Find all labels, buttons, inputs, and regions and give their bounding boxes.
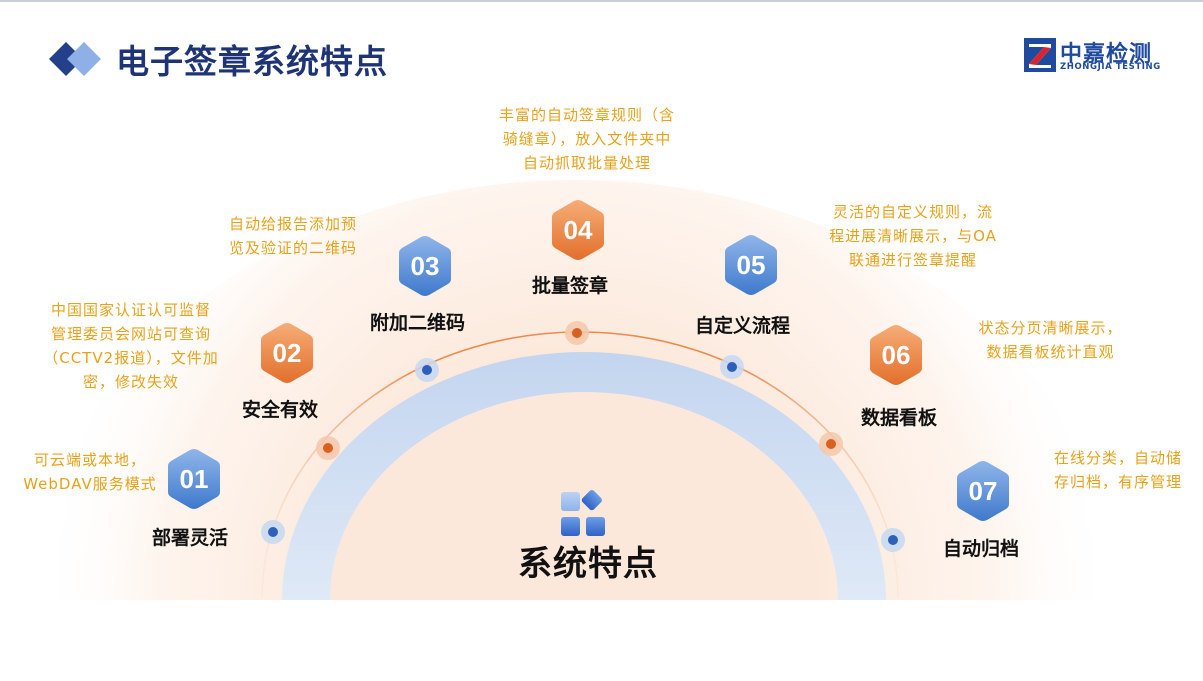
feature-badge-05: 05 [722, 232, 780, 298]
feature-desc-line: 丰富的自动签章规则（含 [498, 106, 675, 124]
feature-desc-line: 自动给报告添加预 [228, 215, 357, 233]
feature-desc-line: 灵活的自定义规则，流 [832, 203, 993, 221]
logo-z-icon [1024, 38, 1056, 72]
feature-label-07: 自动归档 [943, 538, 1020, 560]
feature-desc-04: 丰富的自动签章规则（含骑缝章），放入文件夹中自动抓取批量处理 [472, 103, 702, 175]
hexagon-icon [870, 325, 922, 385]
feature-number: 02 [272, 338, 302, 368]
feature-number: 03 [410, 251, 440, 281]
feature-badge-02: 02 [258, 320, 316, 386]
feature-desc-line: 存归档，有序管理 [1053, 473, 1182, 491]
feature-desc-line: 自动抓取批量处理 [522, 154, 651, 172]
arc-node-dot [727, 362, 737, 372]
arc-node-dot [422, 365, 432, 375]
feature-desc-line: 中国国家认证认可监督 [50, 301, 211, 319]
center-title: 系统特点 [518, 544, 658, 584]
logo-name-en: ZHONGJIA TESTING [1060, 62, 1161, 72]
arc-node-dot [572, 328, 582, 338]
feature-label-05: 自定义流程 [695, 315, 791, 337]
hexagon-icon [957, 461, 1009, 521]
feature-desc-06: 状态分页清晰展示， 数据看板统计直观 [958, 316, 1143, 364]
feature-number: 01 [179, 464, 209, 494]
feature-number: 04 [563, 215, 593, 245]
logo-name-cn: 中嘉检测 [1060, 42, 1153, 67]
feature-desc-03: 自动给报告添加预览及验证的二维码 [208, 212, 378, 260]
feature-label-06: 数据看板 [861, 407, 938, 429]
page-title: 电子签章系统特点 [116, 42, 388, 81]
feature-desc-line: 骑缝章），放入文件夹中 [502, 130, 672, 148]
feature-desc-07: 在线分类，自动储存归档，有序管理 [1033, 446, 1203, 494]
feature-desc-line: （CCTV2报道），文件加 [43, 349, 219, 367]
feature-label-03: 附加二维码 [370, 312, 466, 334]
feature-badge-07: 07 [954, 458, 1012, 524]
top-border-line [0, 0, 1203, 2]
arc-node-dot [888, 535, 898, 545]
feature-label-04: 批量签章 [532, 275, 609, 297]
feature-number: 07 [968, 476, 998, 506]
hexagon-icon [552, 200, 604, 260]
feature-desc-02: 中国国家认证认可监督管理委员会网站可查询 （CCTV2报道），文件加密，修改失效 [26, 298, 236, 394]
header: 电子签章系统特点 [49, 34, 388, 84]
feature-label-01: 部署灵活 [152, 527, 229, 549]
feature-desc-line: 程进展清晰展示，与OA [829, 227, 997, 245]
feature-desc-line: 数据看板统计直观 [986, 343, 1115, 361]
feature-label-02: 安全有效 [242, 399, 319, 421]
feature-badge-04: 04 [549, 197, 607, 263]
feature-desc-line: 览及验证的二维码 [228, 239, 357, 257]
feature-badge-06: 06 [867, 322, 925, 388]
hexagon-icon [725, 235, 777, 295]
arc-node-dot [826, 439, 836, 449]
feature-badge-03: 03 [396, 233, 454, 299]
grid-apps-icon [561, 490, 605, 536]
feature-desc-01: 可云端或本地， WebDAV服务模式 [10, 448, 170, 496]
feature-number: 05 [736, 250, 766, 280]
feature-desc-05: 灵活的自定义规则，流程进展清晰展示，与OA 联通进行签章提醒 [808, 200, 1018, 272]
feature-desc-line: 密，修改失效 [82, 373, 179, 391]
feature-desc-line: 在线分类，自动储 [1053, 449, 1182, 467]
feature-desc-line: 管理委员会网站可查询 [50, 325, 211, 343]
arc-node-dot [323, 443, 333, 453]
arc-node-dot [268, 527, 278, 537]
company-logo: 中嘉检测 ZHONGJIA TESTING [1024, 38, 1169, 74]
feature-desc-line: 联通进行签章提醒 [848, 251, 977, 269]
hexagon-icon [399, 236, 451, 296]
feature-desc-line: 状态分页清晰展示， [978, 319, 1123, 337]
feature-desc-line: WebDAV服务模式 [23, 475, 157, 493]
blue-ring [282, 352, 886, 600]
feature-desc-line: 可云端或本地， [33, 451, 146, 469]
feature-number: 06 [881, 340, 911, 370]
feature-badge-01: 01 [165, 446, 223, 512]
hexagon-icon [261, 323, 313, 383]
hexagon-icon [168, 449, 220, 509]
